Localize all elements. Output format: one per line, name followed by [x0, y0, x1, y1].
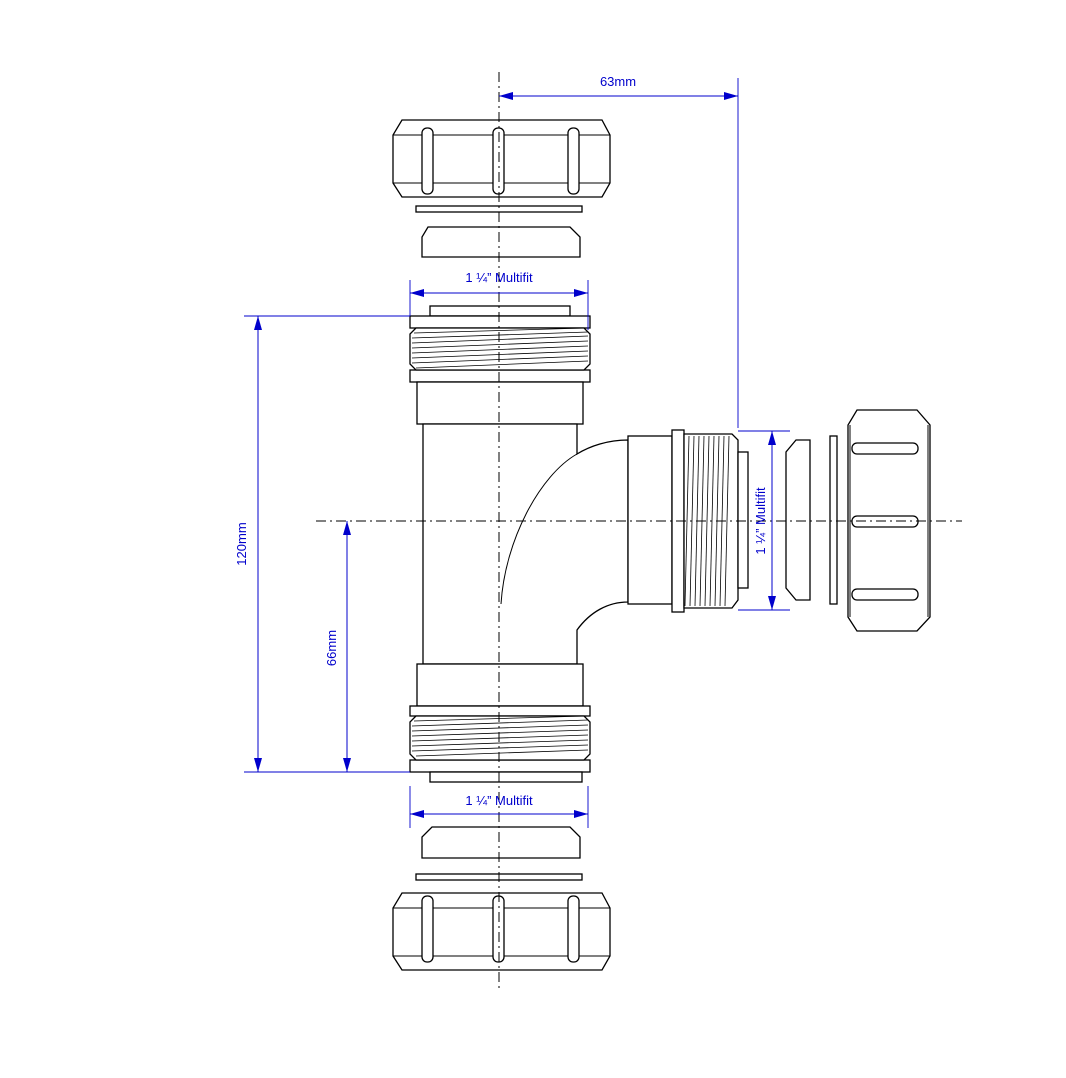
top-thread-lines: [411, 327, 589, 369]
dimension-top-multifit: 1 ¼” Multifit: [409, 270, 589, 330]
dimension-63mm: 63mm: [499, 74, 739, 428]
bottom-seal-ring: [421, 826, 581, 859]
dimension-side-multifit: 1 ¼” Multifit: [738, 430, 790, 611]
dimension-63mm-label: 63mm: [600, 74, 636, 89]
bottom-compression-nut: [392, 892, 611, 971]
top-seal-ring: [421, 226, 581, 258]
side-washer: [829, 435, 838, 605]
dimension-66mm: 66mm: [324, 521, 351, 772]
bottom-thread-lines: [411, 715, 589, 757]
dimension-120mm-label: 120mm: [234, 522, 249, 565]
dimension-bottom-multifit: 1 ¼” Multifit: [409, 786, 589, 828]
dimension-120mm: 120mm: [234, 315, 410, 773]
side-seal-ring: [785, 439, 811, 601]
dimension-66mm-label: 66mm: [324, 630, 339, 666]
tee-body: [409, 305, 749, 783]
bottom-multifit-label: 1 ¼” Multifit: [465, 793, 533, 808]
top-multifit-label: 1 ¼” Multifit: [465, 270, 533, 285]
side-multifit-label: 1 ¼” Multifit: [753, 487, 768, 555]
top-compression-nut: [392, 119, 611, 198]
